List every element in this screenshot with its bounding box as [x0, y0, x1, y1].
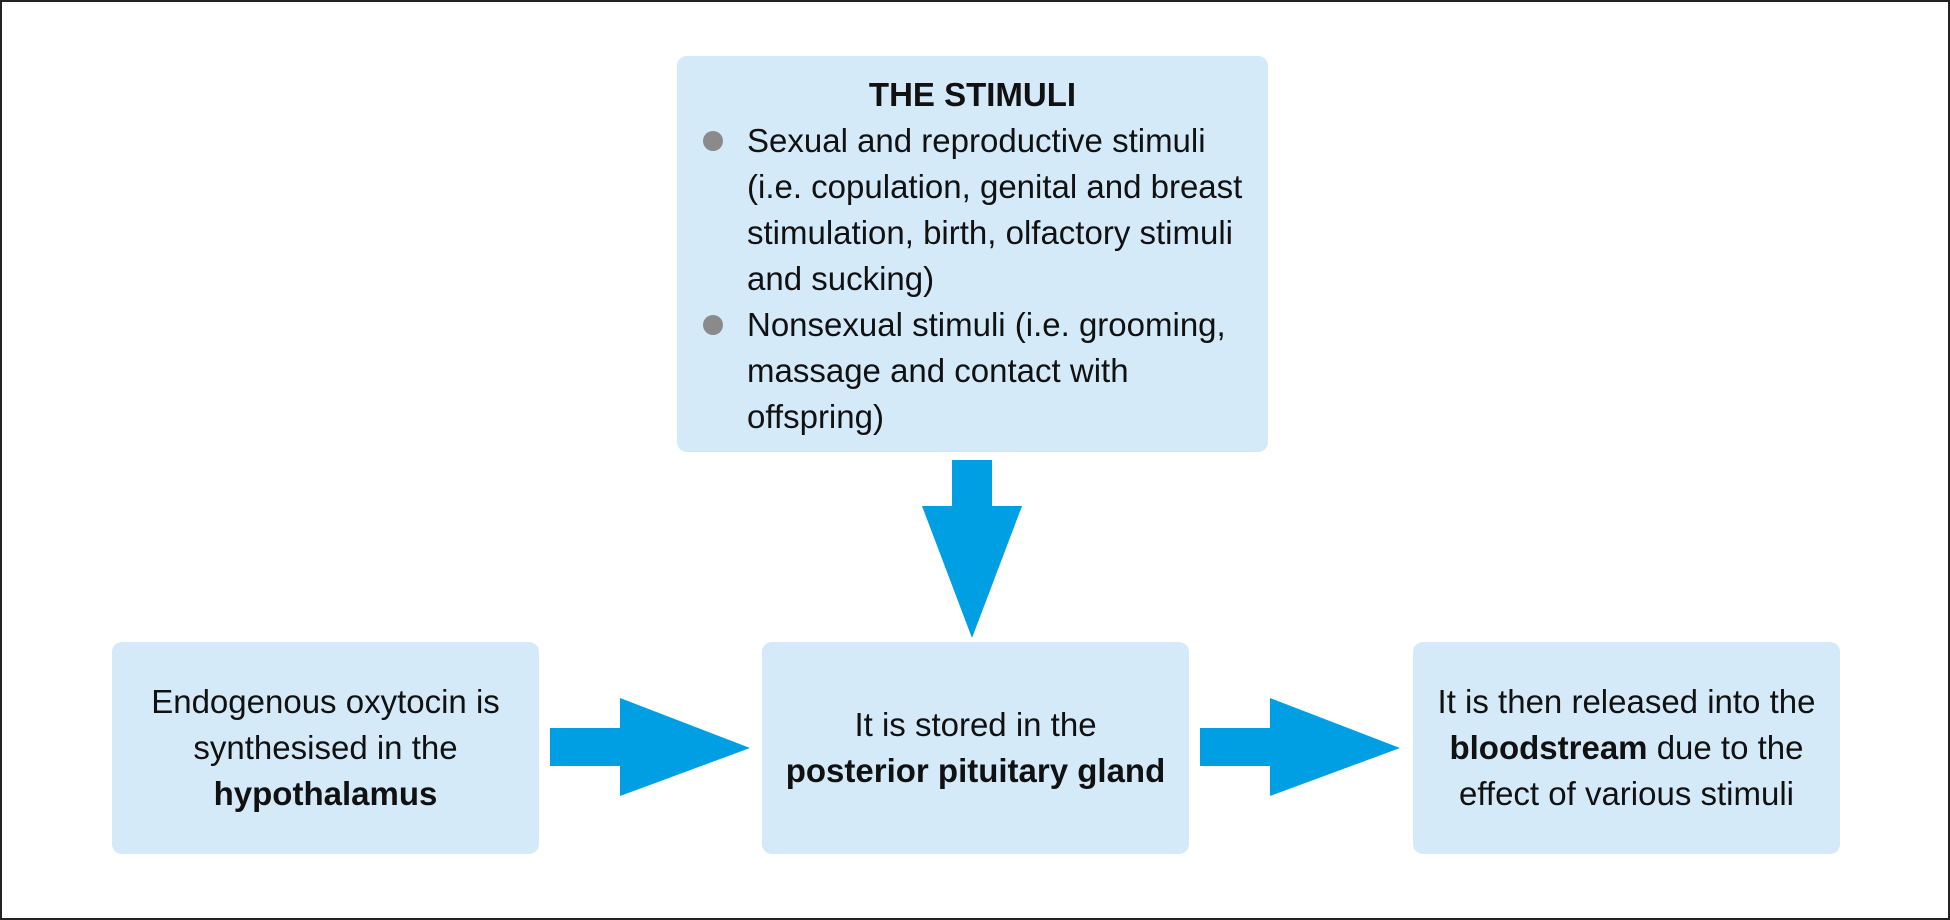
step-text-plain: Endogenous oxytocin is synthesised in th…	[151, 683, 500, 766]
down-arrow-shape	[922, 460, 1022, 638]
right-arrow-shape	[550, 698, 750, 796]
bullet-icon	[703, 131, 723, 151]
stimuli-item-sexual: Sexual and reproductive stimuli (i.e. co…	[701, 118, 1244, 302]
step-pituitary-box: It is stored in the posterior pituitary …	[762, 642, 1189, 854]
down-arrow-icon	[922, 460, 1022, 638]
step-text-plain: It is stored in the	[854, 706, 1097, 743]
step-text-plain: due to the effect of various stimuli	[1458, 729, 1804, 812]
step-pituitary-text: It is stored in the posterior pituitary …	[782, 702, 1169, 794]
stimuli-item-nonsexual: Nonsexual stimuli (i.e. grooming, massag…	[701, 302, 1244, 440]
stimuli-list: Sexual and reproductive stimuli (i.e. co…	[701, 118, 1244, 440]
stimuli-item-text: Nonsexual stimuli (i.e. grooming, massag…	[747, 306, 1226, 435]
step-bloodstream-box: It is then released into the bloodstream…	[1413, 642, 1840, 854]
step-bloodstream-text: It is then released into the bloodstream…	[1433, 679, 1820, 817]
step-text-bold: hypothalamus	[213, 775, 438, 812]
step-text-bold: bloodstream	[1449, 729, 1648, 766]
stimuli-title: THE STIMULI	[868, 76, 1077, 113]
step-hypothalamus-text: Endogenous oxytocin is synthesised in th…	[132, 679, 519, 817]
step-text-plain: It is then released into the	[1437, 683, 1816, 720]
stimuli-item-text: Sexual and reproductive stimuli (i.e. co…	[747, 122, 1243, 297]
right-arrow-shape	[1200, 698, 1400, 796]
bullet-icon	[703, 315, 723, 335]
right-arrow-icon	[550, 698, 750, 796]
step-text-bold: posterior pituitary gland	[785, 752, 1166, 789]
right-arrow-icon	[1200, 698, 1400, 796]
step-hypothalamus-box: Endogenous oxytocin is synthesised in th…	[112, 642, 539, 854]
stimuli-box: THE STIMULI Sexual and reproductive stim…	[677, 56, 1268, 452]
